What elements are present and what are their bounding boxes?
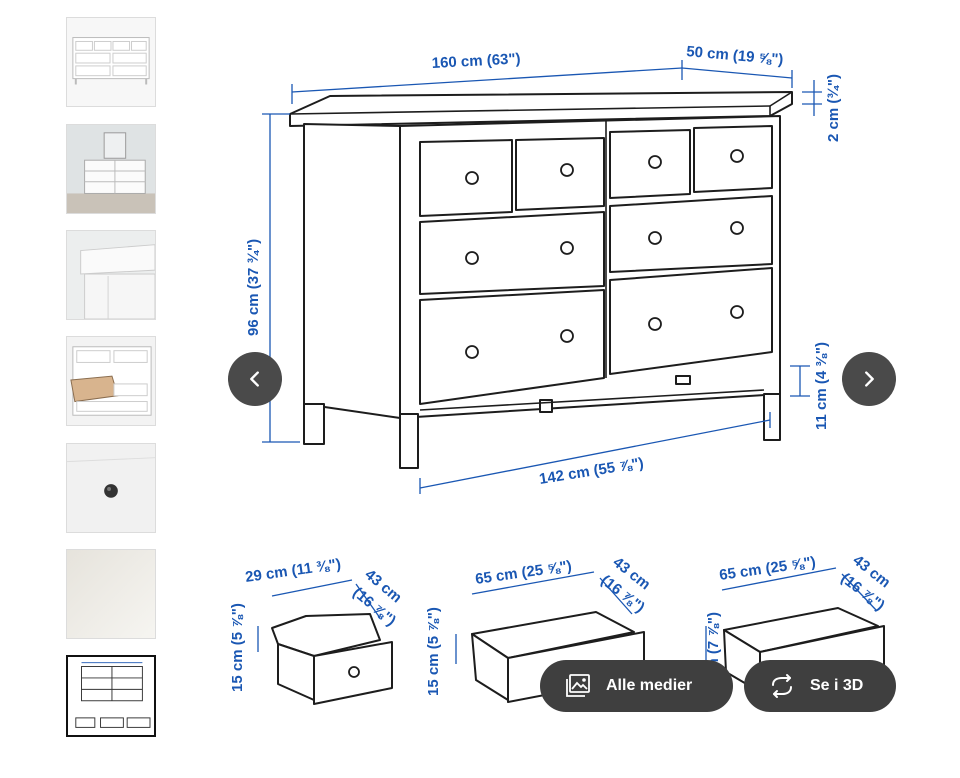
thumb-dimension-drawing[interactable]: [66, 655, 156, 737]
surface-finish-image: [67, 550, 155, 638]
thumb-corner-detail[interactable]: [66, 230, 156, 320]
thumb-dresser-front[interactable]: [66, 17, 156, 107]
next-image-button[interactable]: [842, 352, 896, 406]
drawer-bottom-right: [609, 267, 773, 375]
dim-leg-height: 11 cm (4 ⅜"): [813, 342, 830, 430]
drawer-top-2: [515, 137, 605, 211]
mid-drawer-height: 15 cm (5 ⅞"): [425, 607, 442, 696]
view-in-3d-button[interactable]: Se i 3D: [744, 660, 896, 712]
mid-drawer-width: 65 cm (25 ⅝"): [474, 558, 573, 588]
bedroom-scene-image: [67, 125, 155, 213]
dresser-top: [289, 91, 793, 127]
dresser-side-panel: [303, 123, 401, 419]
previous-image-button[interactable]: [228, 352, 282, 406]
drawer-mid-right: [609, 195, 773, 273]
thumb-open-drawers[interactable]: [66, 336, 156, 426]
small-drawer-width: 29 cm (11 ⅜"): [244, 556, 342, 586]
all-media-label: Alle medier: [606, 677, 693, 694]
corner-detail-image: [67, 231, 155, 319]
view-in-3d-label: Se i 3D: [810, 677, 864, 694]
dim-height: 96 cm (37 ¾"): [245, 239, 262, 336]
all-media-button[interactable]: Alle medier: [540, 660, 733, 712]
thumb-bedroom-scene[interactable]: [66, 124, 156, 214]
dim-depth: 50 cm (19 ⅝"): [686, 43, 784, 68]
main-image-viewer: 160 cm (63") 50 cm (19 ⅝") 2 cm (¾") 96 …: [229, 20, 930, 740]
dresser-dimension-drawing: 160 cm (63") 50 cm (19 ⅝") 2 cm (¾") 96 …: [229, 43, 894, 705]
thumb-surface-finish[interactable]: [66, 549, 156, 639]
drawer-mid-left: [419, 211, 605, 295]
dim-width: 160 cm (63"): [431, 50, 521, 72]
dimension-drawing-image: [68, 657, 154, 735]
dim-top-thickness: 2 cm (¾"): [825, 74, 842, 142]
chevron-left-icon: [250, 371, 259, 387]
drawer-bottom-left: [419, 289, 605, 405]
small-drawer-height: 15 cm (5 ⅞"): [230, 603, 246, 692]
open-drawers-image: [67, 337, 155, 425]
knob-detail-image: [67, 444, 155, 532]
dresser-front-image: [67, 18, 155, 106]
rotate-3d-icon: [772, 674, 792, 698]
dresser-leg-front-right: [763, 393, 781, 441]
dresser-leg-back: [303, 403, 325, 445]
thumb-knob-detail[interactable]: [66, 443, 156, 533]
dim-inner-width: 142 cm (55 ⅞"): [538, 455, 645, 488]
large-drawer-width: 65 cm (25 ⅝"): [718, 554, 817, 584]
chevron-right-icon: [865, 371, 874, 387]
dresser-leg-front-left: [399, 413, 419, 469]
gallery-icon: [566, 674, 590, 697]
